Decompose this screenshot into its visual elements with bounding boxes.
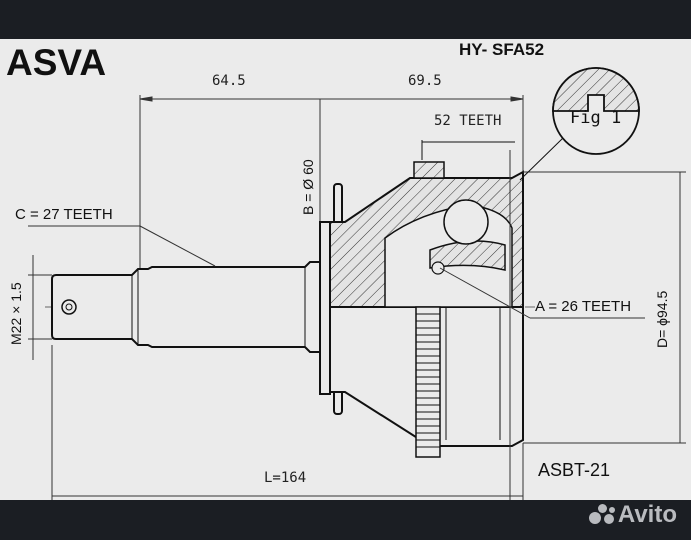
avito-text: Avito [617,501,677,528]
fig1-callout [519,67,640,181]
dimension-64-5: 64.5 [212,73,246,89]
stub-shaft [51,261,321,353]
l-dimension [51,345,524,500]
thread-m22-label: M22 × 1.5 [8,282,24,345]
spline-c-label: C = 27 TEETH [15,206,113,223]
dimension-69-5: 69.5 [408,73,442,89]
bore-b-label: B = Ø 60 [300,159,316,215]
top-dark-band [0,0,691,39]
outer-housing [329,140,524,447]
avito-dots-icon [588,504,615,526]
part-number: HY- SFA52 [459,40,545,59]
boot-code: ASBT-21 [538,460,611,480]
avito-watermark: Avito [588,501,677,529]
c-leader [28,225,216,267]
d-dimension [509,150,686,500]
top-dimension-lines [139,95,524,270]
bottom-dark-band [0,500,691,540]
fig1-label: Fig 1 [570,108,622,128]
spline-a-label: A = 26 TEETH [535,298,632,315]
total-length-label: L=164 [264,470,307,486]
a-leader [439,267,645,319]
abs-teeth-label: 52 TEETH [434,113,502,129]
outer-d-label: D= ϕ94.5 [654,290,670,348]
abs-ring [415,306,501,458]
brand-logo: ASVA [6,42,107,83]
m22-dimension [28,255,52,360]
